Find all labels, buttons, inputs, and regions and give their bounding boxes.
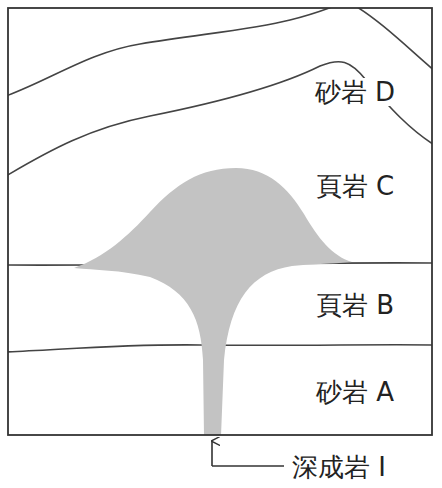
rock-layer-label: 砂岩 D [313,78,397,107]
rock-layer-label: 砂岩 A [314,378,396,407]
intrusion [74,168,352,435]
strata-boundary [8,62,432,176]
leader-arrow [211,441,213,466]
rock-layer-label: 頁岩 C [314,172,396,201]
strata-boundary [8,8,345,96]
leader-line [212,465,284,467]
section-frame [8,8,432,435]
intrusion-label: 深成岩 I [290,453,388,482]
strata-boundary [352,8,432,72]
rock-layer-label: 頁岩 B [314,291,396,320]
